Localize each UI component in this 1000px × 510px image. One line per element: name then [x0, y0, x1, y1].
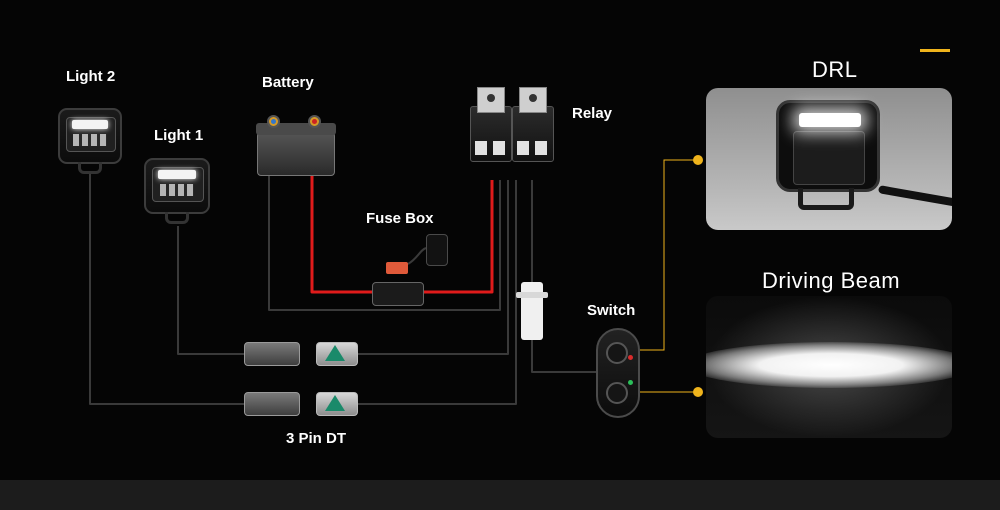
label-drl: DRL [812, 57, 858, 82]
callout-dot-drl [693, 155, 703, 165]
label-battery: Battery [262, 74, 314, 91]
label-relay: Relay [572, 105, 613, 122]
wire-layer [89, 150, 703, 405]
dt-connector-icon [316, 392, 358, 416]
driving-beam-photo [706, 296, 952, 438]
fuse-cap [426, 234, 448, 266]
label-light2: Light 2 [66, 68, 116, 85]
plug-connector [516, 282, 548, 340]
bottom-band [0, 480, 1000, 510]
drl-photo [706, 88, 952, 230]
wiring-diagram: Light 2 Light 1 Battery Relay Fuse Box 3… [0, 0, 1000, 480]
wire-fuse-cap [407, 247, 427, 265]
wire-light1 [177, 226, 246, 355]
label-driving-beam: Driving Beam [762, 268, 901, 293]
dt-connector-icon [244, 342, 300, 366]
label-connector: 3 Pin DT [286, 430, 347, 447]
light-unit-icon [144, 158, 210, 224]
light-unit-icon [58, 108, 122, 174]
dt-connector-icon [316, 342, 358, 366]
wire-light2 [89, 172, 246, 405]
accent-bar [920, 49, 950, 52]
fuse-icon [386, 262, 408, 274]
relay-icon [470, 87, 512, 162]
relay-icon [512, 87, 554, 162]
label-switch: Switch [587, 302, 636, 319]
dt-connector-icon [244, 392, 300, 416]
label-fuse-box: Fuse Box [366, 210, 434, 227]
battery-icon [256, 115, 336, 176]
wire-connector1-out [356, 180, 509, 355]
fuse-holder [372, 282, 424, 306]
wire-connector2-out [356, 180, 517, 405]
callout-line-drl [634, 159, 698, 351]
wire-battery-negative [268, 170, 501, 311]
wire-positive [310, 150, 494, 294]
callout-dot-beam [693, 387, 703, 397]
label-light1: Light 1 [154, 127, 204, 144]
switch-panel-icon [596, 328, 640, 418]
wire-plug-switch [531, 340, 596, 373]
